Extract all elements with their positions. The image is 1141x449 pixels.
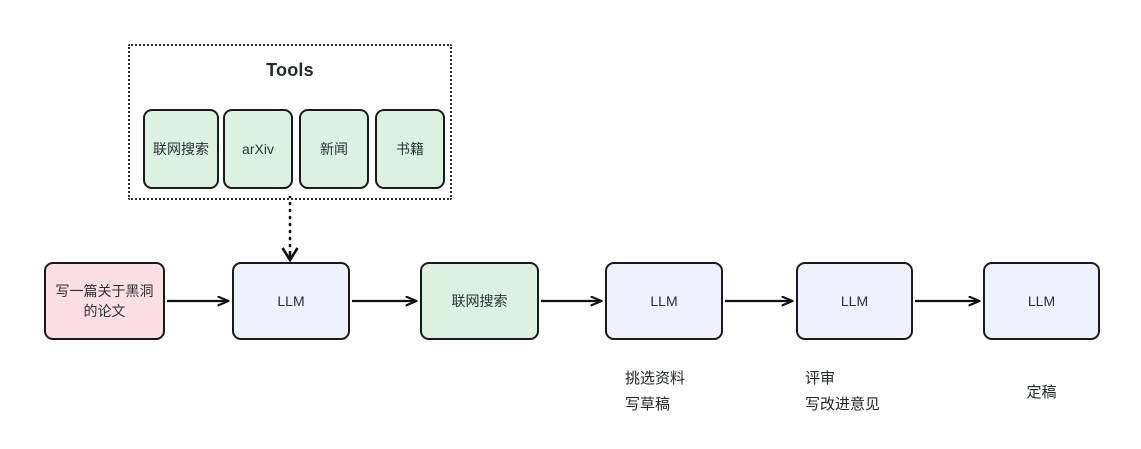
- flow-node-llm-4[interactable]: LLM: [983, 262, 1100, 340]
- tool-chip-web-search[interactable]: 联网搜索: [143, 109, 219, 189]
- flow-node-llm-2[interactable]: LLM: [605, 262, 723, 340]
- flow-node-caption-llm-3: 评审 写改进意见: [805, 370, 881, 413]
- tools-panel-title: Tools: [266, 60, 314, 80]
- tool-chip-books[interactable]: 书籍: [375, 109, 445, 189]
- flow-node-label: LLM: [650, 292, 678, 309]
- flow-node-caption-llm-2: 挑选资料 写草稿: [625, 370, 686, 413]
- flow-node-label: 写一篇关于黑洞 的论文: [55, 282, 154, 319]
- flow-node-llm-1[interactable]: LLM: [232, 262, 350, 340]
- tool-chip-label: 书籍: [396, 141, 424, 157]
- tools-panel: Tools 联网搜索 arXiv 新闻 书籍: [128, 44, 452, 200]
- tool-chip-label: arXiv: [242, 141, 274, 157]
- tools-to-llm-dotted-arrow-icon: [281, 196, 299, 263]
- flow-node-label: LLM: [277, 292, 305, 309]
- tool-chip-label: 新闻: [320, 141, 348, 157]
- flow-node-web-search[interactable]: 联网搜索: [420, 262, 539, 340]
- flow-node-llm-3[interactable]: LLM: [796, 262, 913, 340]
- tool-chip-arxiv[interactable]: arXiv: [223, 109, 293, 189]
- flow-node-label: LLM: [840, 292, 869, 309]
- tool-chip-news[interactable]: 新闻: [299, 109, 369, 189]
- flow-node-caption-llm-4: 定稿: [1026, 384, 1057, 401]
- flow-node-label: LLM: [1027, 292, 1056, 309]
- flow-node-label: 联网搜索: [451, 292, 508, 309]
- flow-node-prompt[interactable]: 写一篇关于黑洞 的论文: [44, 262, 165, 340]
- tool-chip-label: 联网搜索: [153, 141, 209, 157]
